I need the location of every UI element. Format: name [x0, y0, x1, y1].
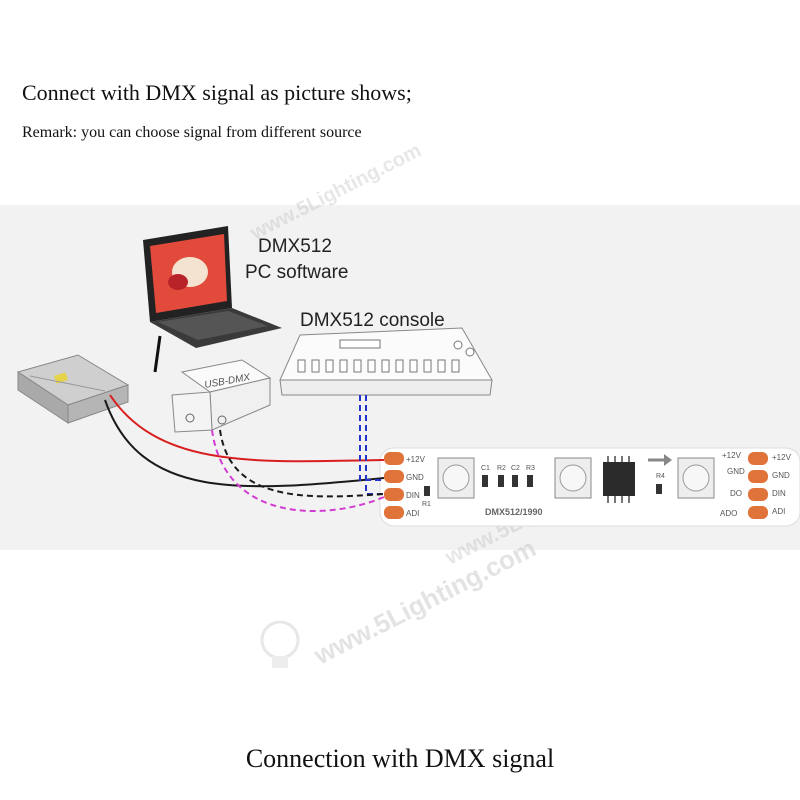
svg-text:DMX512: DMX512 — [258, 236, 332, 257]
svg-text:C2: C2 — [511, 465, 520, 472]
svg-text:R2: R2 — [497, 465, 506, 472]
usb-dmx-interface: USB-DMX — [171, 359, 272, 433]
page-heading: Connect with DMX signal as picture shows… — [22, 80, 412, 105]
svg-text:+12V: +12V — [722, 451, 742, 460]
arrow-right-icon — [648, 454, 672, 466]
svg-text:DIN: DIN — [406, 491, 420, 500]
svg-text:www.5Lighting.com: www.5Lighting.com — [246, 139, 425, 244]
power-wires — [104, 394, 385, 488]
svg-text:GND: GND — [772, 471, 790, 480]
svg-text:DO: DO — [730, 489, 742, 498]
svg-text:+12V: +12V — [772, 453, 792, 462]
svg-text:+12V: +12V — [406, 455, 426, 464]
led-strip: +12V GND DIN ADI — [379, 447, 800, 527]
svg-text:GND: GND — [406, 473, 424, 482]
power-supply — [16, 354, 130, 424]
watermark-bottom: www.5Lighting.com — [308, 533, 540, 671]
svg-text:DIN: DIN — [772, 489, 786, 498]
svg-text:PC software: PC software — [245, 262, 348, 283]
svg-text:GND: GND — [727, 467, 745, 476]
svg-text:R3: R3 — [526, 465, 535, 472]
dmx-console — [279, 327, 493, 396]
svg-text:www.5Lighting.com: www.5Lighting.com — [308, 533, 540, 671]
diagram-caption: Connection with DMX signal — [245, 744, 555, 773]
watermark-top: www.5Lighting.com — [246, 139, 425, 244]
led-chip-1 — [437, 457, 475, 499]
led-chip-2 — [554, 457, 592, 499]
pc-software-label: DMX512 PC software — [245, 236, 348, 283]
svg-text:R1: R1 — [422, 501, 431, 508]
led-chip-3 — [677, 457, 715, 499]
svg-text:ADI: ADI — [772, 507, 785, 516]
svg-text:ADO: ADO — [720, 509, 737, 518]
console-label: DMX512 console — [300, 310, 445, 331]
svg-text:R4: R4 — [656, 473, 665, 480]
remark-text: Remark: you can choose signal from diffe… — [22, 124, 362, 141]
strip-model-label: DMX512/1990 — [485, 507, 543, 517]
svg-text:ADI: ADI — [406, 509, 419, 518]
driver-ic — [603, 456, 635, 503]
dmx-signal-wires — [211, 395, 385, 513]
svg-text:C1: C1 — [481, 465, 490, 472]
laptop-icon — [143, 226, 282, 373]
watermark-bulb-icon — [260, 620, 300, 668]
